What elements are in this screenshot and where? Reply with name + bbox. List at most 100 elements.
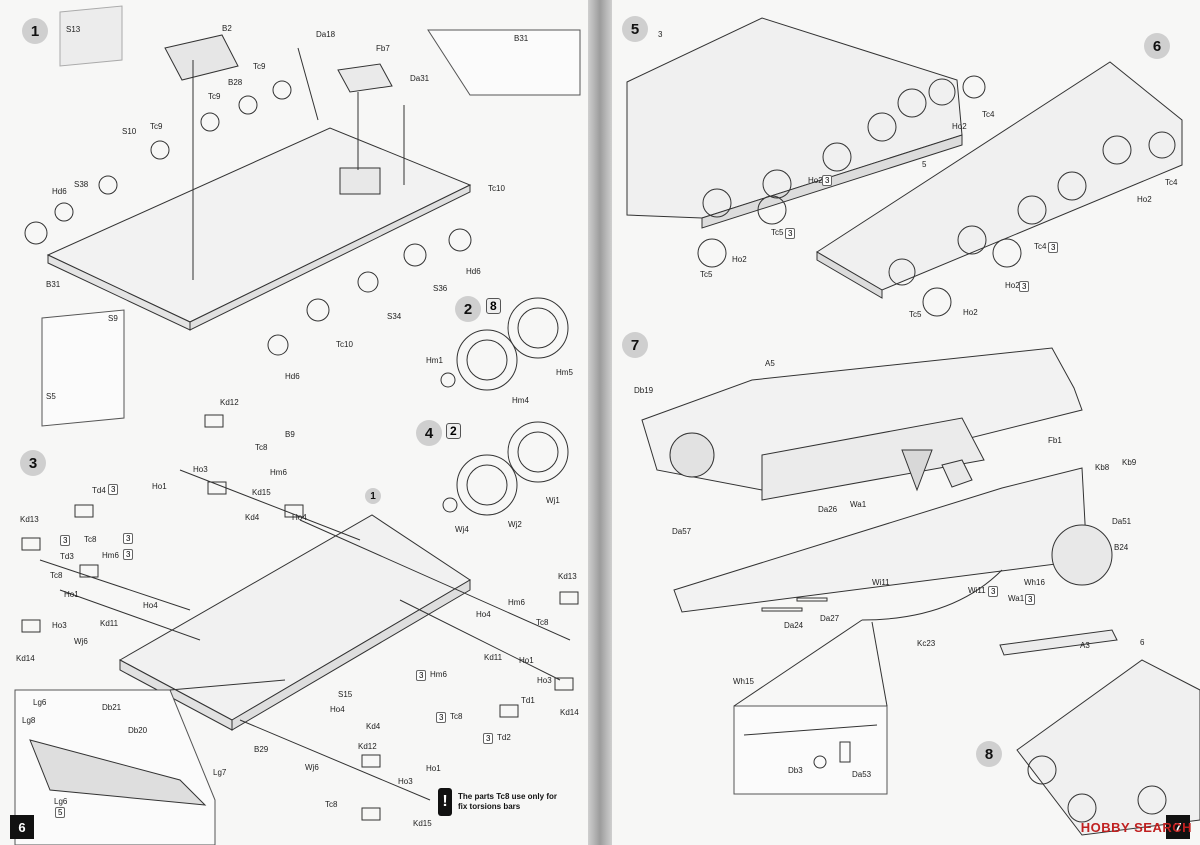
step-6-badge: 6	[1144, 33, 1170, 59]
part-label: Fb1	[1048, 436, 1062, 445]
part-label: S15	[338, 690, 353, 699]
part-label: B31	[514, 34, 529, 43]
part-label: Lg6	[33, 698, 47, 707]
step-5-badge: 5	[622, 16, 648, 42]
quantity-multiplier: 5	[55, 807, 66, 818]
reference-step-1-badge: 1	[365, 488, 381, 504]
part-label: Lg6	[54, 797, 68, 806]
part-label: Ho1	[426, 764, 441, 773]
quantity-multiplier: 3	[785, 228, 796, 239]
part-label: Wi11	[872, 578, 890, 587]
multiplier-value: 8	[486, 298, 501, 314]
part-label: Td1	[521, 696, 535, 705]
step-3-badge: 3	[20, 450, 46, 476]
part-label: Ho2	[732, 255, 747, 264]
part-label: Hd6	[52, 187, 67, 196]
part-label: Tc10	[336, 340, 353, 349]
part-label: Hm6	[102, 551, 119, 560]
part-label: Da53	[852, 770, 872, 779]
left-assembly-drawings	[14, 5, 581, 845]
part-label: Ho2	[1137, 195, 1152, 204]
quantity-multiplier: 3	[436, 712, 447, 723]
part-label: 5	[922, 160, 927, 169]
quantity-multiplier: 3	[822, 175, 833, 186]
step-4-badge: 4	[416, 420, 442, 446]
part-label: S36	[433, 284, 448, 293]
part-label: Ho4	[143, 601, 158, 610]
part-label: Tc8	[255, 443, 268, 452]
part-label: B29	[254, 745, 269, 754]
part-label: B9	[285, 430, 295, 439]
part-label: Tc9	[208, 92, 221, 101]
note-text: The parts Tc8 use only for fix torsions …	[458, 792, 557, 811]
part-label: Wj6	[305, 763, 319, 772]
step-2-multiplier: 8	[484, 298, 501, 314]
part-label: Tc8	[450, 712, 463, 721]
part-label: Kd15	[413, 819, 432, 828]
part-label: Lg8	[22, 716, 36, 725]
step-2-badge: 2	[455, 296, 481, 322]
part-label: Hd6	[285, 372, 300, 381]
part-label: Wa1	[1008, 594, 1025, 603]
part-label: Ho3	[193, 465, 208, 474]
part-label: Hm4	[512, 396, 529, 405]
part-label: Tc4	[1034, 242, 1047, 251]
right-assembly-drawings	[626, 17, 1200, 836]
part-label: Td3	[60, 552, 74, 561]
part-label: Ho2	[963, 308, 978, 317]
part-label: Kd4	[245, 513, 260, 522]
watermark: HOBBY SEARCH	[1080, 820, 1192, 835]
part-label: Wa1	[850, 500, 867, 509]
part-label: Td2	[497, 733, 511, 742]
right-instruction-page: 5 6 7 8 3 Tc4 Ho2 Ho2 Tc5 Ho2 Tc5 5 Tc4 …	[612, 0, 1200, 845]
quantity-multiplier: 3	[483, 733, 494, 744]
part-label: Ho1	[519, 656, 534, 665]
quantity-multiplier: 3	[123, 533, 134, 544]
part-label: Kd15	[252, 488, 271, 497]
part-label: Hm6	[270, 468, 287, 477]
part-label: Kc23	[917, 639, 936, 648]
part-label: Da51	[1112, 517, 1132, 526]
part-label: Wj1	[546, 496, 560, 505]
part-label: Td4	[92, 486, 106, 495]
part-label: Kd13	[558, 572, 577, 581]
part-label: Wh16	[1024, 578, 1045, 587]
part-label: Hm6	[508, 598, 525, 607]
part-label: B31	[46, 280, 61, 289]
quantity-multiplier: 3	[988, 586, 999, 597]
part-label: S10	[122, 127, 137, 136]
part-label: Kd12	[358, 742, 377, 751]
part-label: Kb8	[1095, 463, 1110, 472]
part-label: Db20	[128, 726, 148, 735]
part-label: Tc5	[771, 228, 784, 237]
tc8-note: ! The parts Tc8 use only for fix torsion…	[438, 788, 558, 816]
part-label: S38	[74, 180, 89, 189]
part-label: Da27	[820, 614, 840, 623]
book-gutter	[588, 0, 612, 845]
part-label: Ho3	[398, 777, 413, 786]
part-label: Ho3	[52, 621, 67, 630]
quantity-multiplier: 3	[108, 484, 119, 495]
part-label: S5	[46, 392, 56, 401]
part-label: Tc4	[1165, 178, 1178, 187]
multiplier-value: 2	[446, 423, 461, 439]
left-instruction-page: 1 2 8 3 4 2 1 S13 B2 Da18 Fb7 B31 Da31 T…	[0, 0, 588, 845]
part-label: Tc9	[253, 62, 266, 71]
part-label: B2	[222, 24, 232, 33]
part-label: Wj4	[455, 525, 469, 534]
part-label: Tc8	[84, 535, 97, 544]
quantity-multiplier: 3	[60, 535, 71, 546]
part-label: Db3	[788, 766, 803, 775]
part-label: Da18	[316, 30, 336, 39]
part-label: 3	[658, 30, 663, 39]
part-label: Kb9	[1122, 458, 1137, 467]
part-label: Ho2	[808, 176, 823, 185]
part-label: S34	[387, 312, 402, 321]
part-label: A5	[765, 359, 775, 368]
part-label: Tc10	[488, 184, 505, 193]
part-label: Ho3	[537, 676, 552, 685]
part-label: Ho1	[64, 590, 79, 599]
part-label: Wj6	[74, 637, 88, 646]
part-label: Kd13	[20, 515, 39, 524]
part-label: Wj2	[508, 520, 522, 529]
